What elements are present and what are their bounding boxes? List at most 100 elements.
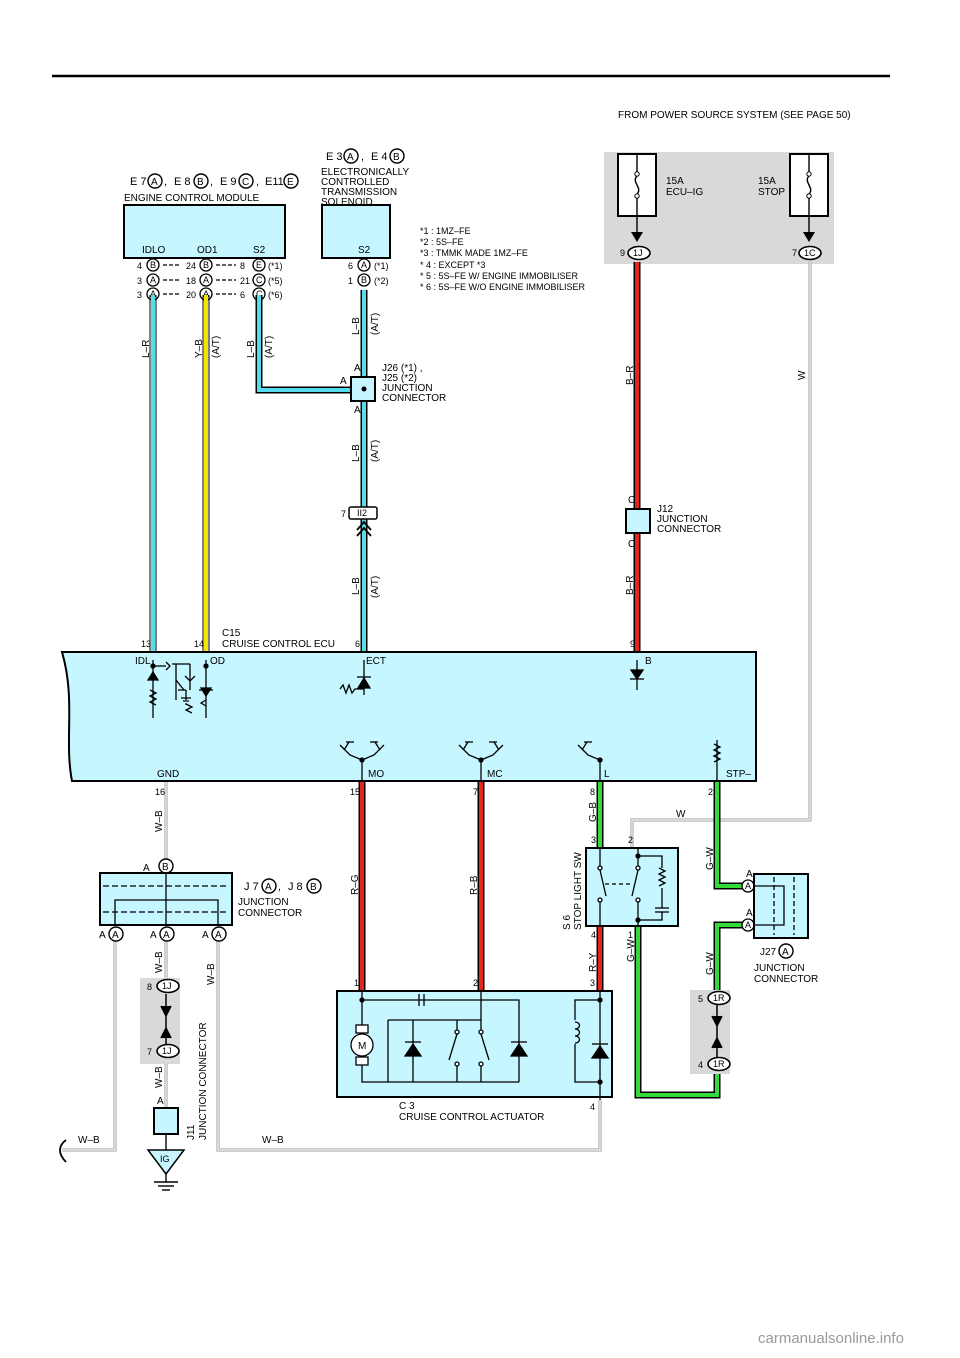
ecu-top-pin-13: 13 bbox=[141, 639, 151, 649]
c1r-upper-pin: 5 bbox=[698, 994, 703, 1004]
ecm-term-s2: S2 bbox=[253, 245, 266, 256]
ecu-title: CRUISE CONTROL ECU bbox=[222, 639, 335, 650]
actuator-pin-2: 2 bbox=[473, 978, 478, 988]
j7-bottom-1: A bbox=[99, 930, 106, 941]
solenoid-box bbox=[321, 204, 391, 259]
label-at-3: (A/T) bbox=[370, 313, 381, 335]
ground-icon bbox=[154, 1174, 178, 1191]
ecm-pin-idlo-code-0: B bbox=[150, 260, 156, 270]
ecu-bottom-pin-15: 15 bbox=[350, 787, 360, 797]
sol-ref-2-code: B bbox=[393, 152, 400, 163]
label-w-1: W bbox=[797, 370, 808, 380]
actuator-internals bbox=[350, 991, 610, 1100]
label-w-b-4: W–B bbox=[154, 1066, 165, 1088]
c1j-upper-code: 1J bbox=[162, 981, 172, 991]
c1r-lower-pin: 4 bbox=[698, 1060, 703, 1070]
j7-ref-2-code: B bbox=[310, 882, 317, 893]
ecm-ref-1-code: A bbox=[151, 177, 158, 188]
ecm-pin-s2-code-0: E bbox=[256, 260, 262, 270]
j7-bottom-3: A bbox=[150, 930, 157, 941]
ecm-title: ENGINE CONTROL MODULE bbox=[124, 193, 260, 204]
sol-pin-1: 6 bbox=[348, 261, 353, 271]
ecm-ref-4: E11 bbox=[265, 176, 284, 188]
actuator-pin-4: 4 bbox=[590, 1102, 595, 1112]
ecu-term-stp: STP– bbox=[726, 769, 751, 780]
j27-a1-code: A bbox=[745, 881, 751, 891]
ecu-box bbox=[60, 651, 757, 782]
j12-c-bottom: C bbox=[628, 539, 635, 550]
stoplight-title: STOP LIGHT SW bbox=[573, 852, 584, 930]
label-w-b-3: W–B bbox=[206, 963, 217, 985]
j27-a1-label: A bbox=[746, 869, 753, 880]
ecm-ref-4-code: E bbox=[287, 177, 294, 188]
label-l-b-2: L–B bbox=[351, 317, 362, 335]
c1r-upper-code: 1R bbox=[713, 993, 725, 1003]
j12-box bbox=[625, 508, 651, 534]
sol-title-1: ELECTRONICALLY bbox=[321, 167, 410, 178]
connector-1j-label: 1J bbox=[633, 248, 643, 258]
ecm-pin-idlo-code-1: A bbox=[150, 275, 156, 285]
ecm-pin-od1-2: 20 bbox=[186, 290, 196, 300]
wire-l-r bbox=[149, 295, 157, 652]
ecm-pin-note-1: (*5) bbox=[268, 276, 283, 286]
ecm-ref-3-code: C bbox=[242, 177, 249, 188]
ecm-pin-idlo-1: 3 bbox=[137, 276, 142, 286]
ecu-term-gnd: GND bbox=[157, 769, 179, 780]
sol-pin-2: 1 bbox=[348, 276, 353, 286]
fuse-ecu-ig-amp: 15A bbox=[666, 176, 684, 187]
ecm-pin-s2-2: 6 bbox=[240, 290, 245, 300]
j27-line-1: JUNCTION bbox=[754, 963, 805, 974]
label-at-1: (A/T) bbox=[211, 336, 222, 358]
ecm-ref-3: E 9 bbox=[220, 176, 237, 188]
j12-c-top: C bbox=[628, 495, 635, 506]
ii2-arrow bbox=[356, 520, 372, 537]
j26-a-left: A bbox=[340, 376, 347, 387]
sol-pin-1-code: A bbox=[361, 260, 367, 270]
ecm-pin-od1-oval-1 bbox=[199, 273, 213, 287]
sol-title-2: CONTROLLED bbox=[321, 177, 389, 188]
j7-bottom-5: A bbox=[202, 930, 209, 941]
c1r-lower-code: 1R bbox=[713, 1059, 725, 1069]
ecm-pin-s2-1: 21 bbox=[240, 276, 250, 286]
ecm-pin-od1-0: 24 bbox=[186, 261, 196, 271]
note-4: * 4 : EXCEPT *3 bbox=[420, 260, 485, 270]
j12-line-3: CONNECTOR bbox=[657, 524, 721, 535]
ecm-pin-idlo-oval-0 bbox=[146, 258, 160, 272]
ecm-ref-2-code: B bbox=[197, 177, 204, 188]
ecu-term-ect: ECT bbox=[366, 656, 386, 667]
stoplight-pin-3: 3 bbox=[591, 835, 596, 845]
ecu-bottom-pin-7: 7 bbox=[473, 787, 478, 797]
sol-title-3: TRANSMISSION bbox=[321, 187, 397, 198]
stoplight-switch-box bbox=[585, 847, 679, 927]
j27-ref: J27 bbox=[760, 947, 777, 958]
label-at-2: (A/T) bbox=[264, 336, 275, 358]
label-g-w-1: G–W bbox=[705, 847, 716, 870]
ecu-term-idl: IDL bbox=[135, 656, 151, 667]
sol-pin-2-code: B bbox=[361, 275, 367, 285]
fuse-stop-amp: 15A bbox=[758, 176, 776, 187]
j7-bottom-4: A bbox=[163, 930, 170, 941]
ecm-ref-2: E 8 bbox=[174, 176, 191, 188]
label-b-r-1: B–R bbox=[625, 366, 636, 385]
actuator-title: CRUISE CONTROL ACTUATOR bbox=[399, 1112, 544, 1123]
ecm-pin-od1-code-1: A bbox=[203, 275, 209, 285]
j27-ref-code: A bbox=[782, 947, 789, 958]
stoplight-ref: S 6 bbox=[562, 915, 573, 930]
ecm-pin-s2-code-2: C bbox=[256, 289, 263, 299]
ecu-bottom-pin-2: 2 bbox=[708, 787, 713, 797]
actuator-ref: C 3 bbox=[399, 1101, 415, 1112]
j26-a-bottom: A bbox=[354, 405, 361, 416]
ecm-pin-s2-code-1: C bbox=[256, 275, 263, 285]
j26-line-2: J25 (*2) bbox=[382, 373, 417, 384]
stoplight-pin-1: 1 bbox=[628, 930, 633, 940]
ground-ig-triangle bbox=[146, 1149, 186, 1176]
label-l-b-4: L–B bbox=[351, 577, 362, 595]
ecm-pin-od1-code-2: A bbox=[203, 289, 209, 299]
ecm-pin-od1-code-0: B bbox=[203, 260, 209, 270]
j11-box bbox=[153, 1107, 179, 1135]
ecm-pin-note-0: (*1) bbox=[268, 261, 283, 271]
sol-ref-1: E 3 bbox=[326, 151, 343, 163]
ecu-term-l: L bbox=[604, 769, 610, 780]
wire-y-b bbox=[202, 295, 210, 652]
